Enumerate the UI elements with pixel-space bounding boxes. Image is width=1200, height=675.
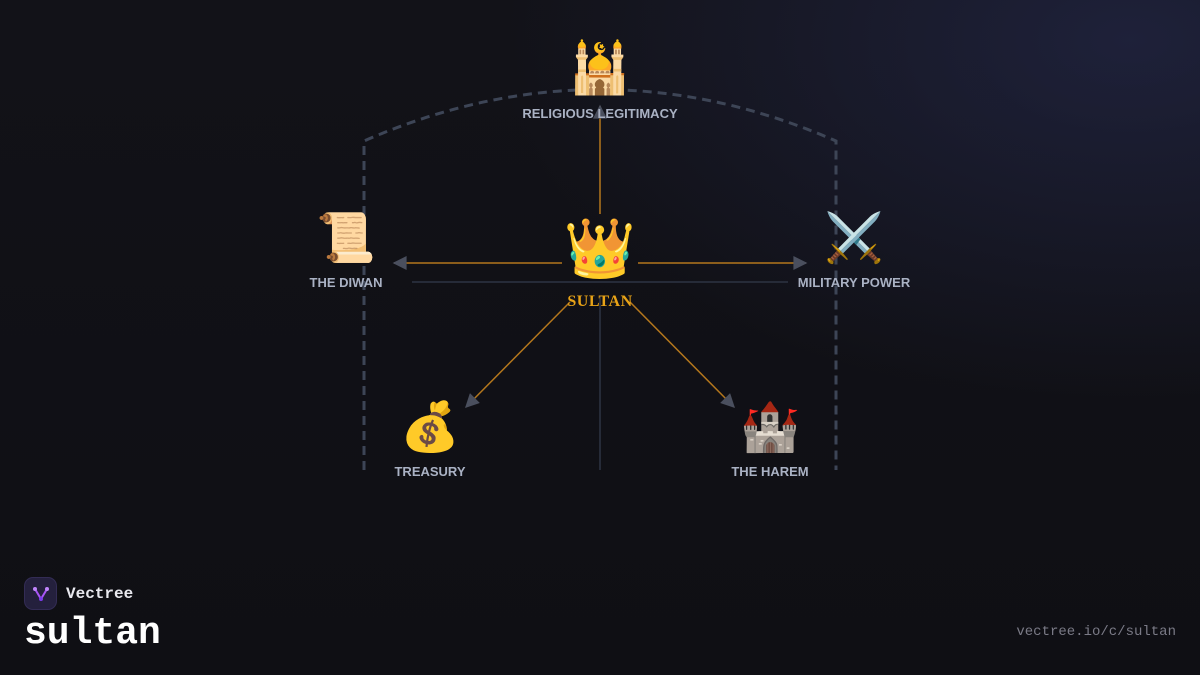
dome-frame [362,88,838,470]
diwan-label: THE DIWAN [310,275,383,290]
arrow-to-harem [629,301,735,408]
harem-node: 🏰 THE HAREM [731,399,808,479]
sultan-node: 👑 SULTAN [564,214,636,310]
scroll-icon: 📜 [316,210,376,266]
page-title: sultan [24,612,161,655]
religious-legitimacy-node: 🕌 RELIGIOUS LEGITIMACY [522,38,678,121]
treasury-label: TREASURY [394,464,465,479]
arrow-to-treasury [465,301,571,408]
harem-label: THE HAREM [731,464,808,479]
military-power-node: ⚔️ MILITARY POWER [798,210,911,290]
crossed-swords-icon: ⚔️ [824,210,884,266]
castle-icon: 🏰 [740,399,800,455]
religious-legitimacy-label: RELIGIOUS LEGITIMACY [522,106,678,121]
money-bag-icon: 💰 [400,399,460,455]
treasury-node: 💰 TREASURY [394,399,465,479]
military-power-label: MILITARY POWER [798,275,911,290]
brand-name: Vectree [66,584,134,603]
crown-icon: 👑 [564,214,636,282]
brand[interactable]: Vectree [24,577,133,610]
sultan-label: SULTAN [567,293,632,310]
vectree-logo-icon [24,577,57,610]
page-url-link[interactable]: vectree.io/c/sultan [1016,624,1176,640]
diwan-node: 📜 THE DIWAN [310,210,383,290]
mosque-icon: 🕌 [569,38,631,97]
